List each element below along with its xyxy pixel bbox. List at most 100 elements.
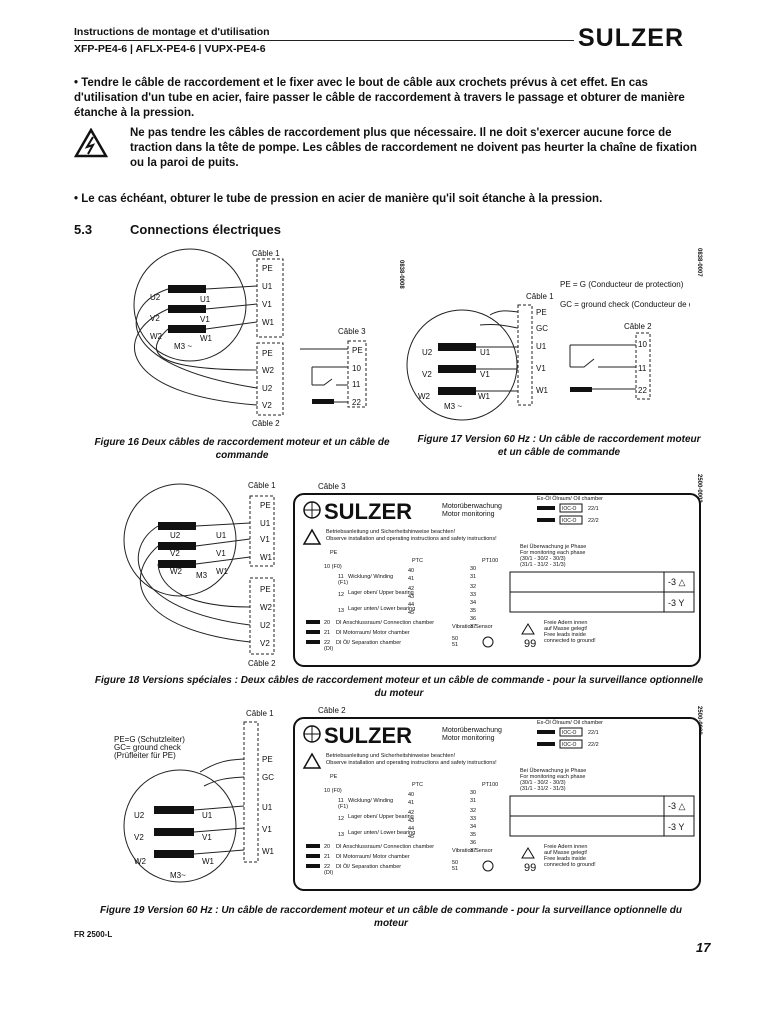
svg-text:Vibration Sensor: Vibration Sensor [452, 848, 493, 854]
svg-text:11: 11 [352, 380, 361, 389]
monitoring-plate-fig18: SULZER Motorüberwachung Motor monitoring… [293, 493, 701, 667]
svg-text:DI Anschlussraum/ Connection c: DI Anschlussraum/ Connection chamber [336, 844, 434, 850]
svg-text:Observe installation and opera: Observe installation and operating instr… [326, 760, 497, 766]
fig16-u2: U2 [150, 293, 161, 302]
svg-text:-3 △: -3 △ [668, 577, 686, 587]
fig18-cable3: Câble 3 [318, 482, 346, 491]
bullet-cable-tension: • Tendre le câble de raccordement et le … [74, 77, 685, 119]
svg-text:SULZER: SULZER [324, 499, 412, 524]
svg-text:11: 11 [338, 798, 344, 804]
svg-text:V1: V1 [216, 549, 226, 558]
svg-text:22/2: 22/2 [588, 518, 599, 524]
svg-text:32: 32 [470, 808, 476, 814]
svg-text:43: 43 [408, 594, 414, 600]
svg-text:W2: W2 [418, 392, 431, 401]
fig19-cable2: Câble 2 [318, 706, 346, 715]
svg-text:40: 40 [408, 792, 414, 798]
fig16-u1: U1 [200, 295, 211, 304]
svg-text:31: 31 [470, 574, 476, 580]
fig16-cable1: Câble 1 [252, 249, 280, 258]
svg-text:31: 31 [470, 798, 476, 804]
svg-text:U1: U1 [536, 342, 547, 351]
svg-text:44: 44 [408, 826, 414, 832]
figure-17-diagram: PE = G (Conducteur de protection) GC = g… [406, 280, 690, 421]
svg-text:M3: M3 [196, 571, 208, 580]
svg-text:connected to ground!: connected to ground! [544, 638, 596, 644]
svg-text:45: 45 [408, 610, 414, 616]
svg-text:36: 36 [470, 616, 476, 622]
svg-text:22: 22 [638, 386, 647, 395]
fig16-pe1: PE [262, 264, 273, 273]
svg-text:Lager oben/ Upper bearing: Lager oben/ Upper bearing [348, 590, 414, 596]
svg-text:34: 34 [470, 824, 476, 830]
figure-19-motor-diagram: Câble 1 PE=G (Schutzleiter) GC= ground c… [114, 709, 275, 883]
svg-text:PT100: PT100 [482, 558, 498, 564]
svg-text:PT100: PT100 [482, 782, 498, 788]
svg-text:-3 △: -3 △ [668, 801, 686, 811]
svg-text:SULZER: SULZER [324, 723, 412, 748]
svg-text:W1: W1 [216, 567, 229, 576]
svg-text:99: 99 [524, 862, 536, 874]
svg-text:20: 20 [324, 844, 330, 850]
svg-text:U1: U1 [262, 803, 273, 812]
svg-text:51: 51 [452, 866, 458, 872]
svg-text:PE: PE [260, 501, 271, 510]
fig17-pe-note: PE = G (Conducteur de protection) [560, 280, 684, 289]
svg-text:PE: PE [262, 349, 273, 358]
svg-text:Lager unten/ Lower bearing: Lager unten/ Lower bearing [348, 606, 415, 612]
svg-text:Ex-Öl Ölraum/ Oil chamber: Ex-Öl Ölraum/ Oil chamber [537, 719, 603, 726]
svg-text:44: 44 [408, 602, 414, 608]
svg-text:50: 50 [452, 636, 458, 642]
svg-text:V1: V1 [536, 364, 546, 373]
svg-text:32: 32 [470, 584, 476, 590]
svg-text:(31/1 - 31/2 - 31/3): (31/1 - 31/2 - 31/3) [520, 562, 566, 568]
figure-18-caption: Figure 18 Versions spéciales : Deux câbl… [94, 675, 704, 699]
svg-text:42: 42 [408, 586, 414, 592]
svg-text:auf Masse gelegt!: auf Masse gelegt! [544, 850, 588, 856]
document-code: FR 2500-L [74, 930, 113, 939]
svg-text:40: 40 [408, 568, 414, 574]
svg-text:W2: W2 [170, 567, 183, 576]
svg-text:Lager unten/ Lower bearing: Lager unten/ Lower bearing [348, 830, 415, 836]
svg-text:34: 34 [470, 600, 476, 606]
svg-text:U1: U1 [216, 531, 227, 540]
svg-text:Ex-Öl Ölraum/ Oil chamber: Ex-Öl Ölraum/ Oil chamber [537, 495, 603, 502]
svg-text:22: 22 [324, 640, 330, 646]
svg-text:(Prüfleiter für PE): (Prüfleiter für PE) [114, 751, 176, 760]
svg-text:10: 10 [352, 364, 361, 373]
header-rule [74, 40, 574, 41]
svg-text:30: 30 [470, 790, 476, 796]
svg-text:Motor monitoring: Motor monitoring [442, 511, 495, 518]
svg-text:auf Masse gelegt!: auf Masse gelegt! [544, 626, 588, 632]
svg-text:(F1): (F1) [338, 580, 348, 586]
svg-text:43: 43 [408, 818, 414, 824]
svg-text:V1: V1 [260, 535, 270, 544]
fig19-cable1: Câble 1 [246, 709, 274, 718]
svg-text:V1: V1 [480, 370, 490, 379]
svg-text:99: 99 [524, 638, 536, 650]
svg-text:V2: V2 [422, 370, 432, 379]
svg-text:PTC: PTC [412, 782, 423, 788]
figure-18-motor-diagram: U2 U1 V2 V1 W2 W1 M3 Câble 1 PE U1 V1 W1… [123, 481, 276, 668]
fig19-pe-note: PE=G (Schutzleiter) [114, 735, 185, 744]
electrical-warning-icon [74, 128, 108, 158]
svg-text:Free leads inside: Free leads inside [544, 856, 586, 862]
svg-text:35: 35 [470, 608, 476, 614]
svg-text:10 (F0): 10 (F0) [324, 564, 342, 570]
svg-text:21: 21 [324, 854, 330, 860]
svg-text:Freie Adern innen: Freie Adern innen [544, 620, 587, 626]
svg-text:U1: U1 [202, 811, 213, 820]
warning-text: Ne pas tendre les câbles de raccordement… [130, 127, 697, 169]
figure-19-caption: Figure 19 Version 60 Hz : Un câble de ra… [100, 905, 682, 929]
svg-text:DI Öl/ Separation chamber: DI Öl/ Separation chamber [336, 863, 401, 870]
svg-text:41: 41 [408, 800, 414, 806]
svg-text:13: 13 [338, 608, 344, 614]
svg-text:GC: GC [262, 773, 274, 782]
svg-text:GC: GC [536, 324, 548, 333]
fig17-cable2: Câble 2 [624, 322, 652, 331]
svg-text:Motor monitoring: Motor monitoring [442, 735, 495, 742]
svg-text:PE: PE [536, 308, 547, 317]
svg-text:Vibration Sensor: Vibration Sensor [452, 624, 493, 630]
monitoring-plate-fig19: SULZER Motorüberwachung Motor monitoring… [293, 717, 701, 891]
svg-text:W1: W1 [202, 857, 215, 866]
